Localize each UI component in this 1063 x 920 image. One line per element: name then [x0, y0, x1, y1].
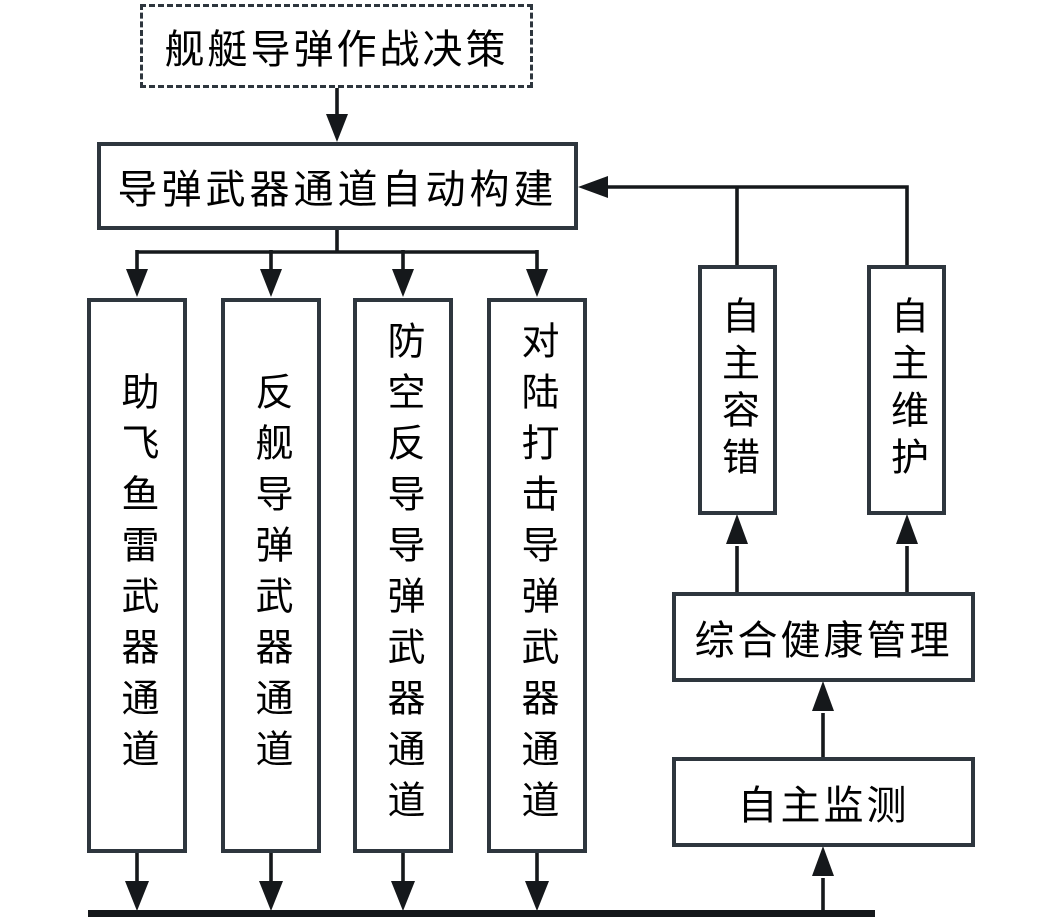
channel-label: 反舰导弹武器通道	[249, 371, 293, 780]
arrow-feedback-to-builder	[578, 176, 909, 265]
health-management-box: 综合健康管理	[672, 592, 975, 682]
arrows-channels-to-bus	[125, 853, 549, 911]
channel-box-landattack: 对陆打击导弹武器通道	[487, 298, 587, 853]
channel-label: 防空反导导弹武器通道	[381, 320, 425, 831]
maintenance-label: 自主维护	[884, 296, 929, 484]
decision-label: 舰艇导弹作战决策	[164, 27, 509, 73]
builder-label: 导弹武器通道自动构建	[117, 167, 558, 213]
monitoring-box: 自主监测	[672, 757, 975, 847]
arrow-decision-to-builder	[326, 88, 348, 142]
channel-label: 对陆打击导弹武器通道	[515, 320, 559, 831]
channel-box-torpedo: 助飞鱼雷武器通道	[87, 298, 187, 853]
arrow-bus-to-monitoring	[812, 846, 834, 910]
channel-box-airdefense: 防空反导导弹武器通道	[353, 298, 453, 853]
decision-box: 舰艇导弹作战决策	[140, 4, 533, 88]
fault-tolerance-label: 自主容错	[715, 296, 760, 484]
channel-label: 助飞鱼雷武器通道	[115, 371, 159, 780]
bus-line	[88, 910, 875, 917]
arrow-health-to-maintenance	[896, 514, 918, 592]
health-management-label: 综合健康管理	[694, 618, 953, 664]
arrow-monitoring-to-health	[812, 681, 834, 757]
maintenance-box: 自主维护	[867, 265, 946, 515]
channel-box-antiship: 反舰导弹武器通道	[221, 298, 321, 853]
builder-box: 导弹武器通道自动构建	[97, 142, 578, 230]
arrows-builder-to-channels	[126, 230, 548, 297]
monitoring-label: 自主监测	[737, 783, 910, 829]
fault-tolerance-box: 自主容错	[698, 265, 777, 515]
arrow-health-to-fault-tolerance	[726, 514, 748, 592]
